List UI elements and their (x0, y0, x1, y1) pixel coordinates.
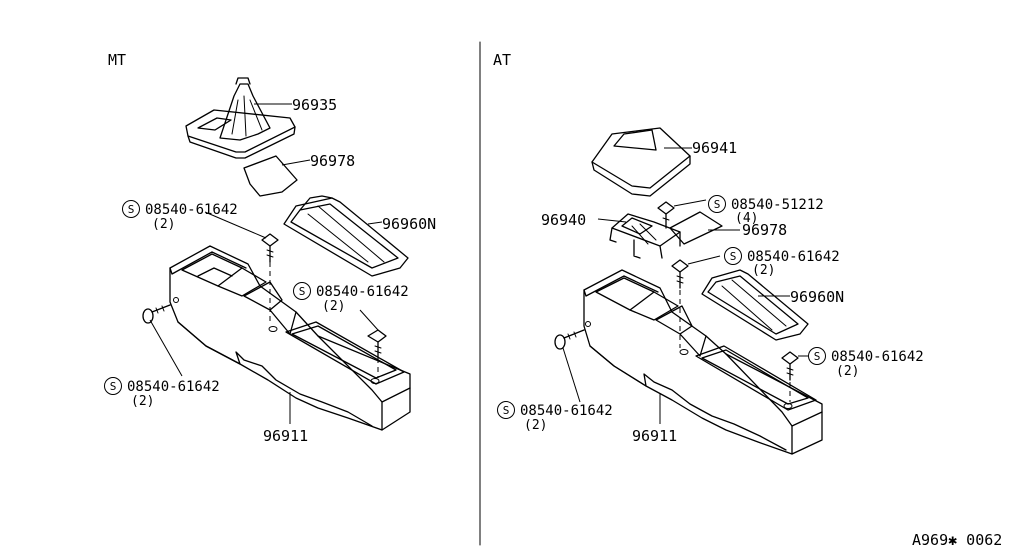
label-at-cover: 96941 (692, 139, 737, 157)
at-tray (701, 269, 809, 341)
label-at-bracket: 96940 (541, 211, 586, 229)
at-screw-bracket (657, 201, 675, 229)
qty-mt-screw-mid: (2) (322, 299, 345, 314)
label-mt-screw-top: 08540-61642 (145, 202, 238, 218)
label-at-screw-bracket: 08540-51212 (731, 197, 824, 213)
qty-at-screw-bracket: (4) (735, 211, 758, 226)
label-at-screw-top: 08540-61642 (747, 249, 840, 265)
screw-symbol-mt-mid (293, 282, 311, 300)
mt-shift-boot (185, 77, 296, 159)
mt-console (169, 245, 411, 431)
at-console (583, 269, 823, 455)
qty-mt-screw-side: (2) (131, 394, 154, 409)
label-mt-boot: 96935 (292, 96, 337, 114)
label-at-tray: 96960N (790, 288, 844, 306)
at-bracket (609, 213, 681, 259)
label-mt-screw-side: 08540-61642 (127, 379, 220, 395)
label-mt-tray: 96960N (382, 215, 436, 233)
label-at-plate: 96978 (742, 221, 787, 239)
label-at-screw-side: 08540-61642 (520, 403, 613, 419)
section-label-mt: MT (108, 51, 126, 69)
at-plate (669, 211, 723, 245)
qty-at-screw-side: (2) (524, 418, 547, 433)
label-at-console: 96911 (632, 427, 677, 445)
at-screw-side (554, 329, 585, 350)
svg-text:S: S (128, 203, 135, 216)
figure-code: A969✱ 0062 (912, 531, 1002, 549)
label-mt-plate: 96978 (310, 152, 355, 170)
screw-symbol-at-side (497, 401, 515, 419)
mt-tray (283, 195, 409, 277)
at-screw-top (671, 259, 689, 348)
screw-symbol-at-bracket (708, 195, 726, 213)
mt-screw-mid (367, 329, 387, 378)
qty-at-screw-mid: (2) (836, 364, 859, 379)
svg-text:S: S (503, 404, 510, 417)
mt-screw-side (142, 304, 171, 324)
screw-symbol-mt-side (104, 377, 122, 395)
qty-at-screw-top: (2) (752, 263, 775, 278)
svg-text:S: S (714, 198, 721, 211)
section-label-at: AT (493, 51, 511, 69)
screw-symbol-at-mid (808, 347, 826, 365)
qty-mt-screw-top: (2) (152, 217, 175, 232)
label-mt-screw-mid: 08540-61642 (316, 284, 409, 300)
svg-text:S: S (110, 380, 117, 393)
label-at-screw-mid: 08540-61642 (831, 349, 924, 365)
svg-text:S: S (730, 250, 737, 263)
at-selector-cover (591, 127, 691, 197)
at-screw-mid (781, 351, 799, 402)
svg-text:S: S (814, 350, 821, 363)
screw-symbol-at-top (724, 247, 742, 265)
screw-symbol-mt-top (122, 200, 140, 218)
svg-text:S: S (299, 285, 306, 298)
mt-boot-plate (243, 155, 298, 197)
label-mt-console: 96911 (263, 427, 308, 445)
